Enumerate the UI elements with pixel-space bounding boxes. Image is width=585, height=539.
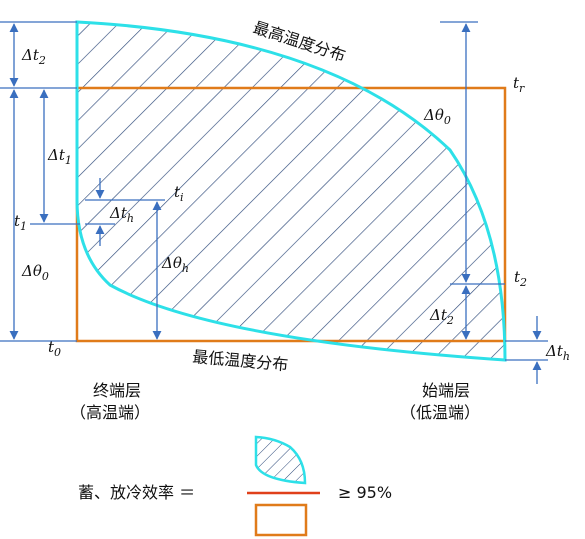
start-layer-sublabel: （低温端）	[400, 403, 480, 422]
dth-right-label: Δth	[545, 342, 570, 363]
end-layer-sublabel: （高温端）	[70, 403, 150, 422]
dt1-label: Δt1	[47, 146, 72, 167]
efficiency-label: 蓄、放冷效率 ＝	[78, 483, 195, 502]
temperature-distribution-curve	[75, 20, 507, 362]
t2-label: t2	[514, 268, 527, 289]
start-layer-label: 始端层	[422, 381, 470, 400]
tr-label: tr	[513, 74, 525, 95]
dth-label: Δth	[109, 204, 134, 225]
hatched-region	[77, 22, 505, 360]
numerator-shape-icon	[254, 435, 307, 485]
denominator-rect-icon	[254, 503, 308, 537]
dtheta0-right-label: Δθ0	[423, 106, 451, 127]
dtheta0-label: Δθ0	[21, 262, 49, 283]
t0-label: t0	[48, 338, 61, 359]
min-temp-label: 最低温度分布	[192, 347, 289, 374]
efficiency-relation: ≥ 95%	[338, 483, 392, 502]
dt2-label: Δt2	[21, 46, 46, 67]
t1-label: t1	[14, 212, 27, 233]
end-layer-label: 终端层	[93, 381, 141, 400]
dt2-right-label: Δt2	[429, 306, 454, 327]
dthetah-label: Δθh	[161, 254, 189, 275]
ti-label: ti	[174, 183, 184, 204]
